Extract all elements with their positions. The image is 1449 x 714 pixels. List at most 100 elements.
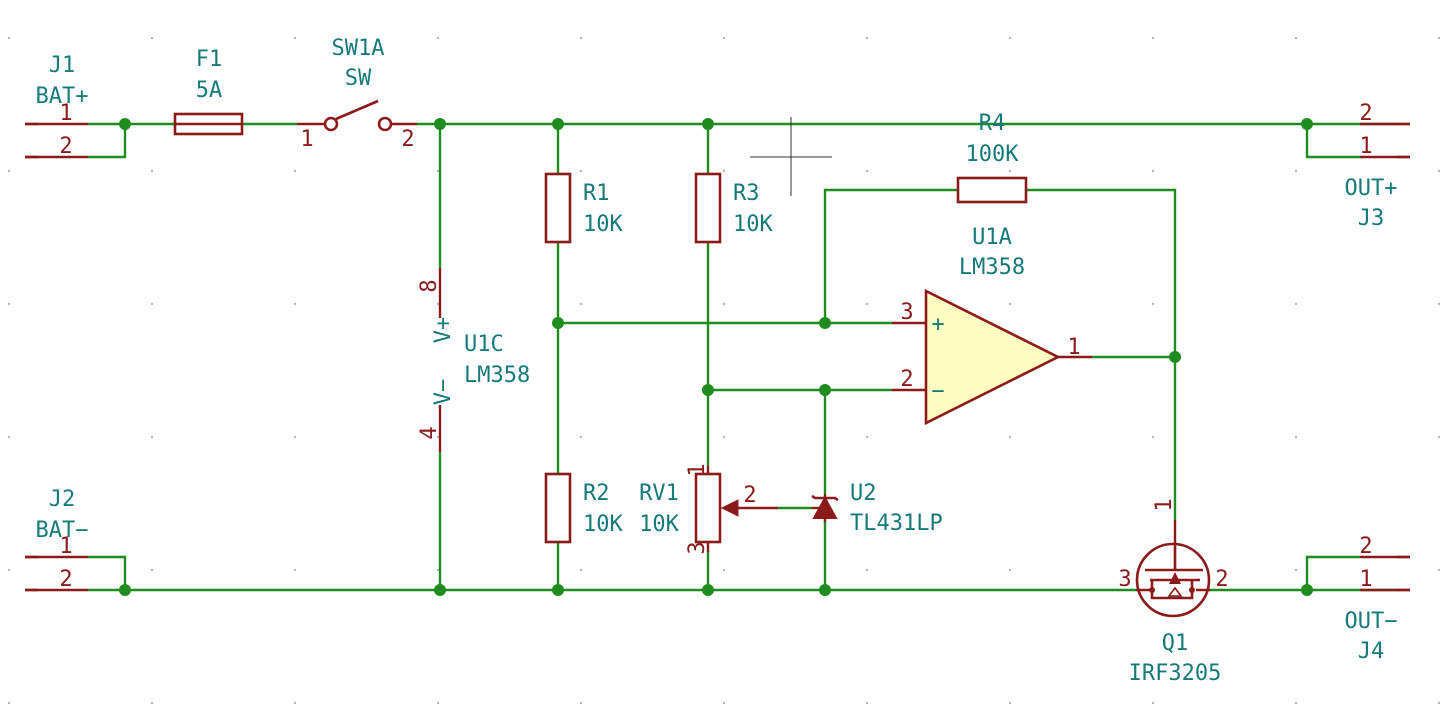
grid-dot	[293, 568, 297, 572]
grid-dot	[1151, 701, 1155, 705]
grid-dot	[1294, 701, 1298, 705]
opamp-u1c-power[interactable]: 8 V+ V− 4 U1C LM358	[417, 268, 530, 452]
grid-dot	[1294, 169, 1298, 173]
j1-value: BAT+	[36, 84, 89, 109]
j4-pin-2: 2	[1359, 534, 1372, 559]
grid-dot	[1437, 701, 1441, 705]
r4-ref: R4	[979, 111, 1006, 136]
grid-dot	[150, 435, 154, 439]
q1-pin-3: 3	[1118, 567, 1131, 592]
r2-ref: R2	[583, 481, 610, 506]
j4-ref: J4	[1358, 639, 1385, 664]
grid-dot	[579, 36, 583, 40]
f1-ref: F1	[196, 47, 223, 72]
resistor-r2[interactable]: R2 10K	[544, 472, 623, 544]
grid-dot	[293, 435, 297, 439]
f1-value: 5A	[196, 78, 223, 103]
grid-dot	[1294, 568, 1298, 572]
grid-dot	[865, 36, 869, 40]
grid-dot	[436, 169, 440, 173]
j2-ref: J2	[49, 487, 76, 512]
grid-dot	[150, 568, 154, 572]
j1-pin-2: 2	[59, 134, 72, 159]
grid-dot	[436, 302, 440, 306]
grid-dot	[722, 302, 726, 306]
grid-dot	[722, 701, 726, 705]
switch-sw1a[interactable]: SW1A SW 1 2	[297, 36, 417, 152]
u1a-pin-3: 3	[900, 300, 913, 325]
j3-ref: J3	[1358, 206, 1385, 231]
connector-j3[interactable]: 2 1 OUT+ J3	[1345, 101, 1410, 231]
sw1a-ref: SW1A	[332, 36, 385, 61]
grid-dots	[7, 36, 1441, 705]
grid-dot	[865, 302, 869, 306]
rv1-pin-3: 3	[685, 541, 710, 554]
rv1-pin-2: 2	[743, 483, 756, 508]
j2-value: BAT−	[36, 518, 89, 543]
grid-dot	[7, 435, 11, 439]
rv1-pin-1: 1	[685, 463, 710, 476]
potentiometer-rv1[interactable]: RV1 10K 1 2 3	[639, 463, 778, 555]
j3-pin-1: 1	[1359, 134, 1372, 159]
r3-ref: R3	[733, 181, 760, 206]
grid-dot	[865, 435, 869, 439]
r3-value: 10K	[733, 212, 773, 237]
grid-dot	[150, 169, 154, 173]
connector-j4[interactable]: 2 1 OUT− J4	[1345, 534, 1410, 664]
grid-dot	[293, 36, 297, 40]
grid-dot	[7, 568, 11, 572]
resistor-r1[interactable]: R1 10K	[544, 172, 623, 244]
grid-dot	[722, 435, 726, 439]
u2-value: TL431LP	[850, 511, 943, 536]
u1c-vminus: V−	[431, 379, 456, 406]
grid-dot	[436, 36, 440, 40]
resistor-r3[interactable]: R3 10K	[694, 172, 773, 244]
grid-dot	[293, 169, 297, 173]
grid-dot	[1008, 36, 1012, 40]
q1-ref: Q1	[1162, 631, 1189, 656]
r1-ref: R1	[583, 181, 610, 206]
opamp-u1a[interactable]: 3 2 1 + − U1A LM358	[892, 225, 1092, 426]
grid-dot	[7, 302, 11, 306]
sw1a-value: SW	[345, 66, 372, 91]
sw1a-pin-2: 2	[401, 127, 414, 152]
grid-dot	[579, 435, 583, 439]
u1a-minus: −	[931, 379, 944, 404]
rv1-ref: RV1	[639, 481, 679, 506]
grid-dot	[1294, 36, 1298, 40]
grid-dot	[1294, 435, 1298, 439]
grid-dot	[7, 36, 11, 40]
fuse-f1[interactable]: F1 5A	[173, 47, 244, 136]
grid-dot	[436, 701, 440, 705]
mosfet-q1[interactable]: 1 3 2 Q1 IRF3205	[1118, 498, 1228, 686]
grid-dot	[865, 169, 869, 173]
grid-dot	[1008, 568, 1012, 572]
grid-dot	[1151, 302, 1155, 306]
r2-value: 10K	[583, 512, 623, 537]
grid-dot	[436, 435, 440, 439]
grid-dot	[1437, 302, 1441, 306]
connector-j2[interactable]: J2 BAT− 1 2	[25, 487, 88, 592]
grid-dot	[1008, 169, 1012, 173]
grid-dot	[150, 701, 154, 705]
grid-dot	[293, 302, 297, 306]
grid-dot	[579, 169, 583, 173]
grid-dot	[865, 568, 869, 572]
grid-dot	[722, 568, 726, 572]
wires	[88, 122, 1398, 592]
grid-dot	[579, 302, 583, 306]
connector-j1[interactable]: J1 BAT+ 1 2	[25, 53, 88, 159]
r1-value: 10K	[583, 212, 623, 237]
grid-dot	[1008, 302, 1012, 306]
grid-dot	[579, 568, 583, 572]
u1a-pin-1: 1	[1067, 335, 1080, 360]
shunt-regulator-u2[interactable]: U2 TL431LP	[811, 481, 943, 536]
grid-dot	[1294, 302, 1298, 306]
grid-dot	[1437, 169, 1441, 173]
j1-ref: J1	[49, 53, 76, 78]
grid-dot	[7, 169, 11, 173]
j3-value: OUT+	[1345, 176, 1398, 201]
resistor-r4[interactable]: R4 100K	[956, 111, 1028, 204]
r4-value: 100K	[966, 142, 1020, 167]
